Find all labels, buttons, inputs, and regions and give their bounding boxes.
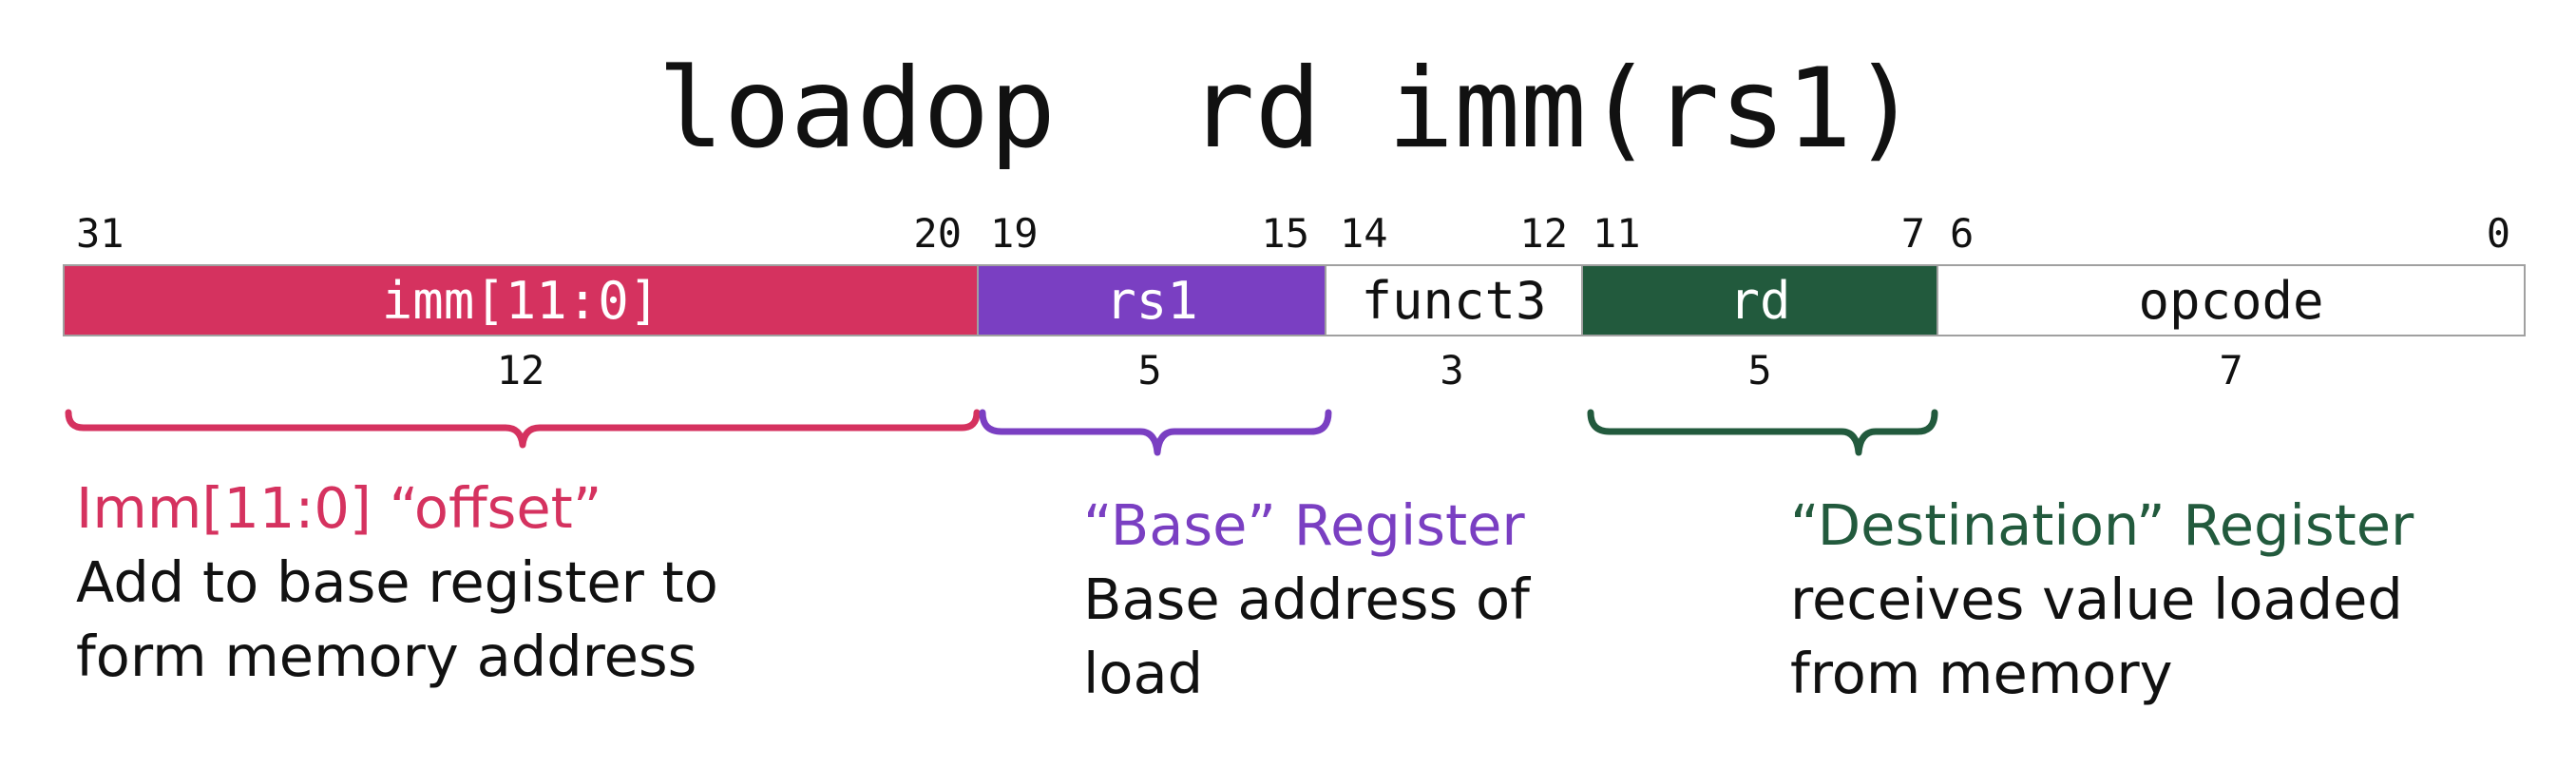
description-rd-heading: “Destination” Register [1790, 492, 2414, 558]
field-width-rs1: 5 [1137, 347, 1162, 394]
field-imm: imm[11:0] [63, 264, 979, 336]
bit-label-14: 14 [1340, 210, 1388, 257]
field-width-funct3: 3 [1440, 347, 1464, 394]
description-rs1: “Base” Register Base address of load [1083, 489, 1530, 711]
bit-label-15: 15 [1261, 210, 1309, 257]
bit-label-11: 11 [1593, 210, 1641, 257]
bit-label-0: 0 [2486, 210, 2510, 257]
description-rd-body: receives value loaded from memory [1790, 566, 2403, 706]
instruction-syntax-title: loadop rd imm(rs1) [658, 45, 1918, 173]
description-rs1-body: Base address of load [1083, 566, 1530, 706]
field-funct3: funct3 [1325, 264, 1583, 336]
bit-label-31: 31 [76, 210, 124, 257]
description-imm-body: Add to base register to form memory addr… [76, 549, 718, 689]
field-rd: rd [1581, 264, 1938, 336]
description-rd: “Destination” Register receives value lo… [1790, 489, 2414, 711]
bit-label-7: 7 [1900, 210, 1925, 257]
description-imm: Imm[11:0] “offset” Add to base register … [76, 471, 718, 694]
brace-rs1 [979, 409, 1332, 456]
bit-label-20: 20 [913, 210, 962, 257]
field-width-opcode: 7 [2219, 347, 2243, 394]
description-rs1-heading: “Base” Register [1083, 492, 1525, 558]
description-imm-heading: Imm[11:0] “offset” [76, 475, 602, 541]
bit-label-19: 19 [990, 210, 1039, 257]
field-width-rd: 5 [1747, 347, 1772, 394]
field-width-imm: 12 [496, 347, 545, 394]
bit-label-12: 12 [1519, 210, 1568, 257]
field-opcode: opcode [1937, 264, 2526, 336]
brace-rd [1587, 409, 1938, 456]
bit-label-6: 6 [1950, 210, 1975, 257]
field-rs1: rs1 [977, 264, 1326, 336]
brace-imm [65, 409, 981, 449]
